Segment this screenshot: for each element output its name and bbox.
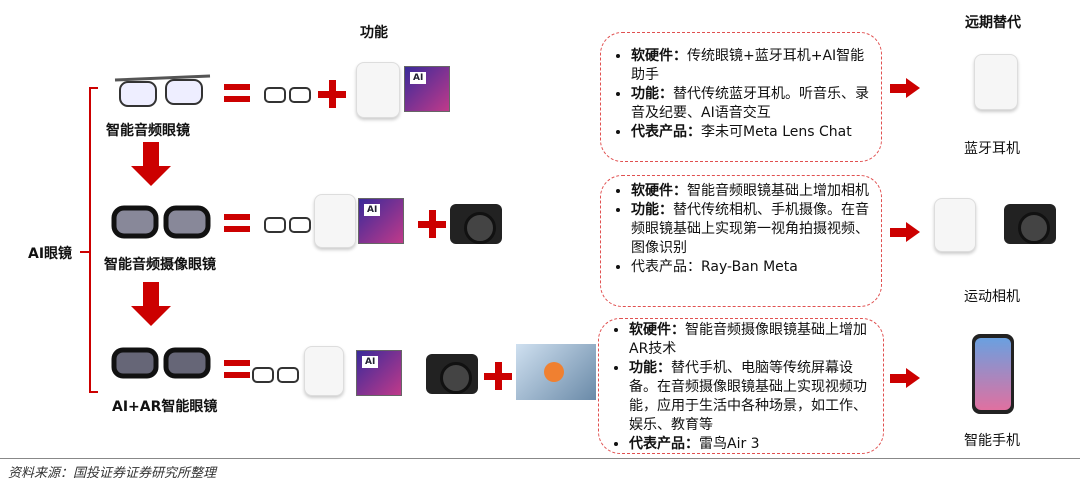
- ai-chip-icon: [356, 350, 402, 396]
- ai-chip-icon: [358, 198, 404, 244]
- ar-glasses-image: [111, 347, 211, 379]
- smartphone-icon: [972, 334, 1014, 414]
- audio-glasses-image: [114, 74, 211, 107]
- down-arrow: [131, 282, 171, 328]
- plus-sign: [484, 362, 512, 390]
- ai-chip-icon: [404, 66, 450, 112]
- replacement-3-label: 智能手机: [964, 433, 1020, 449]
- action-camera-icon: [1004, 204, 1056, 244]
- glasses-icon: [264, 217, 311, 233]
- stage-1-label: 智能音频眼镜: [106, 123, 190, 139]
- earbuds-icon: [974, 54, 1018, 110]
- camera-icon: [426, 354, 478, 394]
- earbuds-icon: [304, 346, 344, 396]
- down-arrow: [131, 142, 171, 188]
- earbuds-icon: [934, 198, 976, 252]
- equals-sign: [224, 360, 250, 378]
- plus-sign: [318, 80, 346, 108]
- camera-icon: [450, 204, 502, 244]
- plus-sign: [418, 210, 446, 238]
- stage-3-description: 软硬件：智能音频摄像眼镜基础上增加AR技术 功能：替代手机、电脑等传统屏幕设备。…: [598, 318, 884, 454]
- source-note: 资料来源：国投证券证券研究所整理: [8, 466, 217, 481]
- stage-1-description: 软硬件：传统眼镜+蓝牙耳机+AI智能助手 功能：替代传统蓝牙耳机。听音乐、录音及…: [600, 32, 882, 162]
- stage-2-label: 智能音频摄像眼镜: [104, 257, 216, 273]
- earbuds-icon: [356, 62, 400, 118]
- glasses-icon: [264, 87, 311, 103]
- replacement-1-label: 蓝牙耳机: [964, 141, 1020, 157]
- camera-glasses-image: [111, 205, 211, 239]
- bracket: [80, 87, 98, 393]
- replacement-2-label: 运动相机: [964, 289, 1020, 305]
- stage-2-description: 软硬件：智能音频眼镜基础上增加相机 功能：替代传统相机、手机摄像。在音频眼镜基础…: [600, 175, 882, 307]
- earbuds-icon: [314, 194, 356, 248]
- root-label: AI眼镜: [28, 246, 73, 262]
- equals-sign: [224, 214, 250, 232]
- stage-3-label: AI+AR智能眼镜: [112, 399, 218, 415]
- function-header: 功能: [360, 25, 388, 41]
- replacement-header: 远期替代: [965, 15, 1021, 31]
- ar-scene-image: [516, 344, 596, 400]
- glasses-icon: [252, 367, 299, 383]
- equals-sign: [224, 84, 250, 102]
- divider: [0, 458, 1080, 459]
